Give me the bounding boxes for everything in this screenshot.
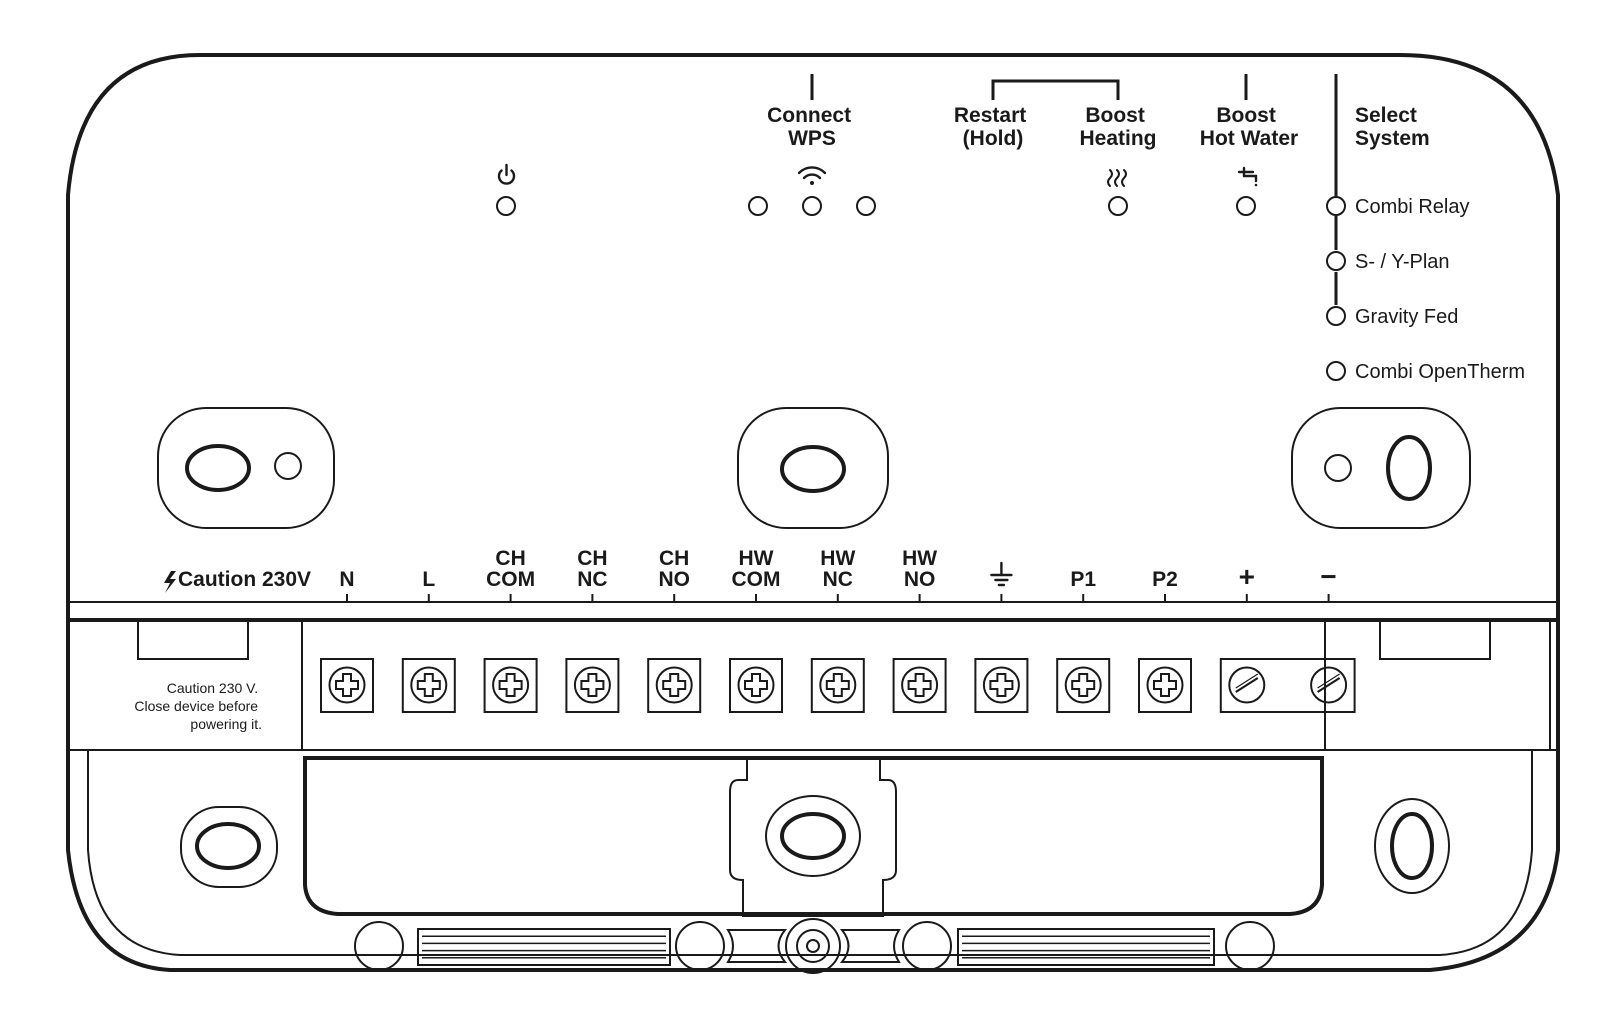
heating-icon: [1107, 169, 1127, 187]
terminal-screw-n: [320, 658, 374, 713]
caution-label: Caution 230V: [164, 568, 311, 593]
bottom-mount-right: [1374, 798, 1450, 894]
cable-recess: [303, 756, 1324, 916]
earth-icon: [990, 561, 1013, 587]
caution-note: Caution 230 V. Close device before power…: [134, 680, 262, 732]
bottom-vents: [354, 918, 1275, 974]
terminal-screw-l: [401, 658, 456, 713]
wifi-led-right: [856, 196, 876, 216]
center-tab: [729, 758, 897, 917]
terminal-screw-ch-no: [647, 658, 702, 713]
mount-plate-right: [1291, 407, 1471, 529]
mount-plate-left: [157, 407, 335, 529]
right-panel: [1324, 620, 1551, 750]
system-combi-relay-label: Combi Relay: [1355, 196, 1469, 218]
terminal-screw-earth: [974, 658, 1029, 713]
system-combi-opentherm-label: Combi OpenTherm: [1355, 361, 1525, 383]
terminal-label--: +: [1239, 561, 1255, 592]
terminal-screw--: [1310, 666, 1348, 704]
wifi-led-center: [802, 196, 822, 216]
housing-outline: [66, 53, 1560, 972]
terminal-label-n: N: [339, 568, 354, 591]
restart-boost-bracket: [991, 79, 1120, 100]
terminal-label-p2: P2: [1152, 568, 1178, 591]
terminal-screw--: [1228, 666, 1266, 704]
boost-hot-water-label: Boost Hot Water: [1200, 104, 1298, 150]
svg-text:Caution 230V: Caution 230V: [178, 568, 311, 591]
mount-plate-center: [737, 407, 889, 529]
terminal-screw-hw-nc: [810, 658, 865, 713]
restart-hold-label: Restart (Hold): [954, 104, 1032, 150]
terminal-screw-ch-nc: [565, 658, 620, 713]
low-voltage-terminal-frame: [1219, 658, 1356, 713]
system-led-combi-relay: [1326, 196, 1346, 216]
terminal-label-l: L: [422, 568, 435, 591]
wifi-led-left: [748, 196, 768, 216]
system-led-s-y-plan: [1326, 251, 1346, 271]
terminal-screw-hw-com: [729, 658, 783, 713]
terminal-label--: −: [1320, 561, 1336, 592]
vent-slots-right: [957, 928, 1215, 966]
wifi-icon: [797, 166, 827, 185]
terminal-screw-p2: [1138, 658, 1192, 713]
heating-led: [1108, 196, 1128, 216]
system-led-gravity-fed: [1326, 306, 1346, 326]
terminal-label-p1: P1: [1070, 568, 1096, 591]
power-icon: [497, 163, 516, 185]
system-s-y-plan-label: S- / Y-Plan: [1355, 251, 1450, 273]
lower-housing: [87, 750, 1533, 956]
terminal-screw-p1: [1056, 658, 1111, 713]
caution-panel: Caution 230 V. Close device before power…: [134, 620, 303, 750]
terminal-screw-hw-no: [892, 658, 947, 713]
system-gravity-fed-label: Gravity Fed: [1355, 306, 1458, 328]
connect-wps-label: Connect WPS: [767, 104, 857, 150]
terminal-screws: [320, 658, 1356, 713]
bottom-mount-left: [180, 806, 278, 888]
vent-slots-left: [417, 928, 671, 966]
power-led: [496, 196, 516, 216]
terminal-screw-ch-com: [483, 658, 538, 713]
tap-icon: [1237, 166, 1258, 187]
select-system-label: Select System: [1355, 104, 1430, 150]
boost-heating-label: Boost Heating: [1079, 104, 1156, 150]
hot-water-led: [1236, 196, 1256, 216]
system-led-combi-opentherm: [1326, 361, 1346, 381]
